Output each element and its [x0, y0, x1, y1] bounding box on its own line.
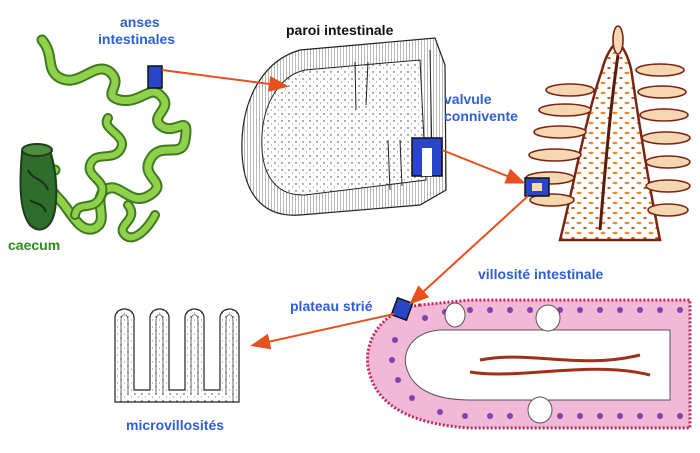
label-microvillosites: microvillosités	[126, 417, 225, 433]
intestinal-wall-section	[241, 37, 447, 216]
caecum-shape	[19, 143, 58, 231]
small-intestine-loops	[36, 34, 192, 243]
connector-arrows	[161, 69, 529, 350]
label-anses-line1: anses	[120, 14, 160, 30]
label-villosite-intestinale: villosité intestinale	[478, 266, 604, 282]
microvillosites-drawing	[114, 308, 240, 403]
label-valvule-line1: valvule	[444, 91, 492, 107]
marker-villosite	[390, 296, 414, 322]
marker-intestine	[147, 65, 163, 89]
arrow-anses-to-paroi	[161, 69, 289, 92]
label-caecum: caecum	[8, 237, 61, 253]
arrow-villosite-to-microvillosites	[250, 313, 395, 350]
arrow-paroi-to-valvule	[441, 149, 526, 184]
arrow-valvule-to-villosite	[409, 195, 529, 305]
label-paroi-intestinale: paroi intestinale	[286, 22, 394, 38]
valvule-connivente-drawing	[524, 25, 691, 242]
label-anses-line2: intestinales	[98, 31, 176, 47]
villosite-drawing	[365, 296, 692, 430]
label-valvule-line2: connivente	[444, 108, 518, 124]
label-plateau-strie: plateau strié	[290, 298, 373, 314]
